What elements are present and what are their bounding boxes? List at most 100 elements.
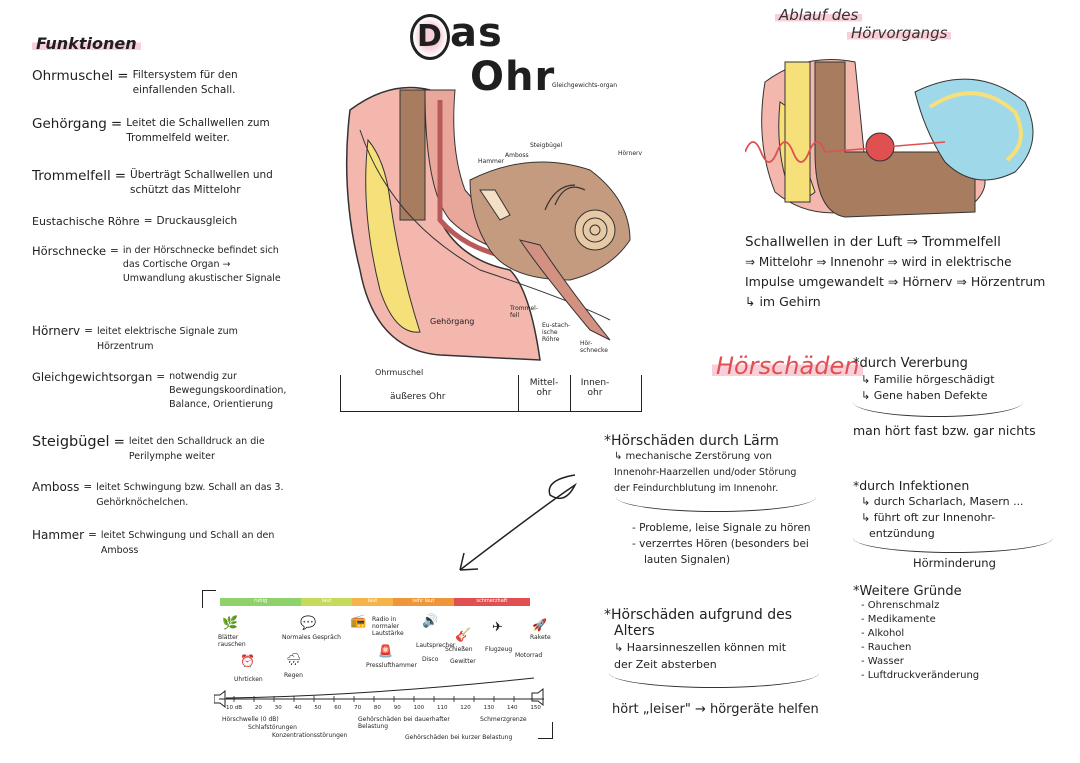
label-gehoergang: Gehörgang [430, 317, 475, 326]
title-rest: as [450, 10, 503, 56]
ear-diagram: Gleichgewichts-organ Hörnerv Hammer Ambo… [330, 70, 650, 415]
function-term: Hörschnecke [32, 244, 107, 258]
scale-item: Blätter rauschen [218, 634, 246, 648]
reason-item: - Medikamente [861, 614, 936, 625]
section-bracket [340, 375, 642, 412]
rocket-icon: 🚀 [532, 618, 547, 632]
function-item: Eustachische Röhre= Druckausgleich [32, 215, 238, 228]
function-term: Ohrmuschel [32, 68, 114, 84]
scale-item: Rakete [530, 634, 551, 641]
scale-item: Presslufthammer [366, 662, 417, 669]
label-steigbuegel: Steigbügel [530, 142, 563, 149]
airplane-icon: ✈ [492, 620, 503, 635]
process-heading: Ablauf des Hörvorgangs [775, 6, 952, 42]
speaker-icon: 🔊 [422, 614, 439, 629]
function-item: Ohrmuschel= Filtersystem für den einfall… [32, 68, 322, 116]
function-item: Steigbügel= leitet den Schalldruck an di… [32, 434, 322, 480]
title-letter: D [410, 14, 450, 60]
guitar-icon: 🎸 [455, 628, 472, 643]
function-item: Gehörgang= Leitet die Schallwellen zum T… [32, 116, 322, 168]
reason-item: - Wasser [861, 656, 904, 667]
zone-label: laut [321, 598, 332, 604]
function-definition: Filtersystem für den einfallenden Schall… [132, 69, 238, 96]
damage-age: *Hörschäden aufgrund des Alters ↳ Haarsi… [604, 607, 819, 717]
label-hoerschnecke: Hör-schnecke [580, 340, 608, 354]
ear-illustration [345, 86, 631, 361]
loudness-axis [214, 677, 544, 709]
scale-note: Gehörschäden bei kurzer Belastung [405, 734, 513, 741]
damage-heredity: *durch Vererbung ↳ Familie hörgeschädigt… [853, 356, 1036, 438]
function-term: Hammer [32, 528, 85, 542]
function-definition: Leitet die Schallwellen zum Trommelfeld … [126, 117, 270, 144]
label-hammer: Hammer [478, 158, 505, 165]
scale-item: Motorrad [515, 652, 543, 659]
reason-item: - Luftdruckveränderung [861, 670, 980, 681]
scale-item: Radio in normaler Lautstärke [372, 616, 404, 637]
rain-icon: 🌧 [286, 652, 302, 666]
function-term: Eustachische Röhre [32, 215, 140, 228]
loudness-scale: ruhig laut laut sehr laut schmerzhaft 🌿 … [200, 588, 560, 748]
function-item: Hammer= leitet Schwingung und Schall an … [32, 528, 322, 568]
function-term: Gehörgang [32, 116, 107, 132]
function-definition: notwendig zur Bewegungskoordination, Bal… [169, 371, 287, 410]
hearing-process-illustration [745, 59, 1034, 218]
process-text: Schallwellen in der Luft ⇒ Trommelfell ⇒… [745, 234, 1046, 309]
zone-label: laut [367, 598, 378, 604]
zone-label: schmerzhaft [476, 598, 508, 604]
radio-icon: 📻 [350, 614, 367, 629]
function-definition: leitet den Schalldruck an die Perilymphe… [128, 436, 265, 462]
reason-item: - Alkohol [861, 628, 905, 639]
scale-note: Schlafstörungen [248, 724, 297, 731]
scale-item: Normales Gespräch [282, 634, 341, 641]
label-gleichgewichtsorgan: Gleichgewichts-organ [552, 82, 618, 89]
label-eustachische-roehre: Eu-stach-ische Röhre [542, 322, 571, 343]
function-definition: Überträgt Schallwellen und schützt das M… [130, 169, 273, 196]
arrow-to-scale [459, 474, 577, 571]
section-middle-ear: Mittel-ohr [529, 378, 559, 398]
damage-infection: *durch Infektionen ↳ durch Scharlach, Ma… [853, 478, 1063, 571]
scale-note: Schmerzgrenze [480, 716, 527, 723]
scale-note: Konzentrationsstörungen [272, 732, 348, 739]
function-item: Gleichgewichtsorgan= notwendig zur Beweg… [32, 370, 322, 434]
label-hoernerv: Hörnerv [618, 150, 643, 157]
label-ohrmuschel: Ohrmuschel [375, 368, 424, 377]
damage-other-reasons: *Weitere Gründe - Ohrenschmalz - Medikam… [853, 584, 1053, 683]
function-definition: leitet Schwingung bzw. Schall an das 3. … [96, 482, 284, 508]
function-term: Trommelfell [32, 168, 111, 184]
damage-heading: Hörschäden [712, 352, 864, 380]
speech-icon: 💬 [300, 616, 317, 631]
reason-item: - Rauchen [861, 642, 912, 653]
scale-note: Hörschwelle (0 dB) [222, 716, 279, 723]
damage-noise: *Hörschäden durch Lärm ↳ mechanische Zer… [604, 433, 834, 568]
function-item: Hörnerv= leitet elektrische Signale zum … [32, 324, 322, 370]
leaf-icon: 🌿 [222, 616, 239, 631]
function-definition: leitet elektrische Signale zum Hörzentru… [96, 326, 238, 352]
functions-list: Ohrmuschel= Filtersystem für den einfall… [32, 68, 322, 568]
function-definition: in der Hörschnecke befindet sich das Cor… [122, 245, 281, 284]
function-term: Amboss [32, 480, 80, 494]
label-amboss: Amboss [505, 152, 529, 159]
scale-item: Regen [284, 672, 303, 679]
function-item: Hörschnecke= in der Hörschnecke befindet… [32, 244, 322, 324]
reason-item: - Ohrenschmalz [861, 600, 940, 611]
zone-label: ruhig [254, 598, 268, 604]
title-line2: Ohr [470, 54, 556, 100]
scale-item: Flugzeug [485, 646, 513, 653]
function-term: Steigbügel [32, 434, 110, 450]
scale-item: Uhrticken [234, 676, 263, 683]
scale-item: Disco [422, 656, 439, 663]
label-trommelfell: Trommel-fell [510, 305, 539, 319]
zone-bar [220, 598, 530, 606]
scale-item: Lautsprecher [416, 642, 456, 649]
function-definition: Druckausgleich [156, 215, 238, 227]
zone-label: sehr laut [412, 598, 435, 604]
siren-icon: 🚨 [378, 644, 393, 658]
function-item: Trommelfell= Überträgt Schallwellen und … [32, 168, 322, 214]
function-term: Gleichgewichtsorgan [32, 370, 153, 384]
function-term: Hörnerv [32, 324, 81, 338]
scale-note: Gehörschäden bei dauerhafter Belastung [358, 716, 450, 730]
function-definition: leitet Schwingung und Schall an den Ambo… [100, 530, 275, 556]
axis-ticks: 10 dB 20 30 40 50 60 70 80 90 100 110 12… [226, 705, 541, 711]
scale-item: Gewitter [450, 658, 476, 665]
